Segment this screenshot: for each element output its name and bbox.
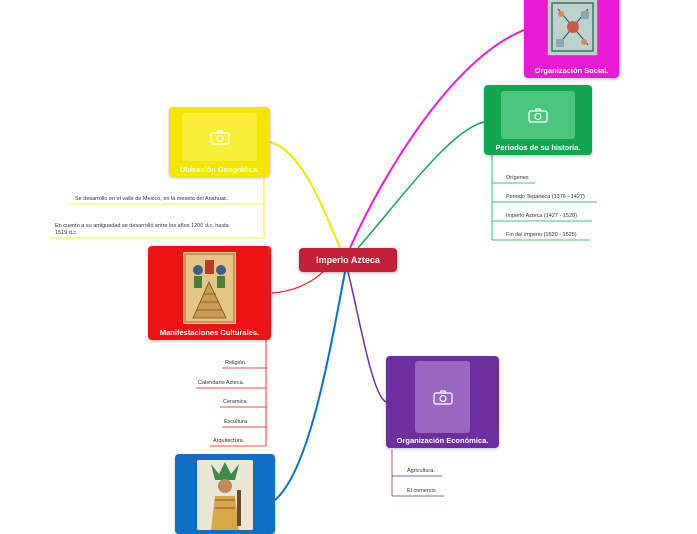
topic-organizacion-politica[interactable] <box>175 454 275 534</box>
topic-organizacion-social[interactable]: Organización Social. <box>524 0 619 78</box>
leaf-item[interactable]: Orígenes <box>506 175 529 182</box>
topic-organizacion-economica[interactable]: Organización Económica. <box>386 356 499 448</box>
link-cultura <box>272 270 325 293</box>
topic-title: Organización Económica. <box>386 436 499 445</box>
leaf-item[interactable]: El comercio. <box>407 488 437 495</box>
link-historia <box>358 122 484 248</box>
topic-title: Periodos de su historia. <box>484 143 592 152</box>
camera-icon <box>415 361 470 433</box>
camera-icon <box>182 113 257 161</box>
link-ubicacion <box>270 142 340 248</box>
topic-title: Manifestaciones Culturales. <box>148 328 271 337</box>
codex-picture <box>547 0 598 56</box>
topic-title: Ubicación Geográfica. <box>169 165 270 174</box>
topic-ubicacion-geografica[interactable]: Ubicación Geográfica. <box>169 107 270 177</box>
topic-manifestaciones-culturales[interactable]: Manifestaciones Culturales. <box>148 246 271 340</box>
leaf-item[interactable]: Religión. <box>225 360 246 367</box>
leaf-item[interactable]: Calendario Azteca. <box>198 380 244 387</box>
central-topic[interactable]: Imperio Azteca <box>299 248 397 272</box>
leaf-item[interactable]: Agricultura. <box>407 468 435 475</box>
link-politica <box>275 272 345 500</box>
leaf-item[interactable]: Fin del imperio (1520 - 1525) <box>506 232 577 239</box>
leaf-item[interactable]: Periodo Tepaneca (1376 - 1427) <box>506 194 585 201</box>
codex-picture <box>183 252 236 324</box>
leaf-item[interactable]: Se desarrollo en el valle de Mexico, en … <box>75 196 228 203</box>
topic-periodos-historia[interactable]: Periodos de su historia. <box>484 85 592 155</box>
leaf-item[interactable]: En cuento a su antiguedad se desarrolló … <box>55 223 235 237</box>
topic-title: Organización Social. <box>524 66 619 75</box>
leaf-item[interactable]: Arquitectura. <box>213 438 244 445</box>
camera-icon <box>501 91 575 139</box>
leaf-item[interactable]: Imperio Azteca (1427 - 1520) <box>506 213 577 220</box>
leaf-item[interactable]: Ceramica <box>223 399 247 406</box>
link-economia <box>348 272 386 402</box>
leaf-item[interactable]: Escultura <box>224 419 247 426</box>
